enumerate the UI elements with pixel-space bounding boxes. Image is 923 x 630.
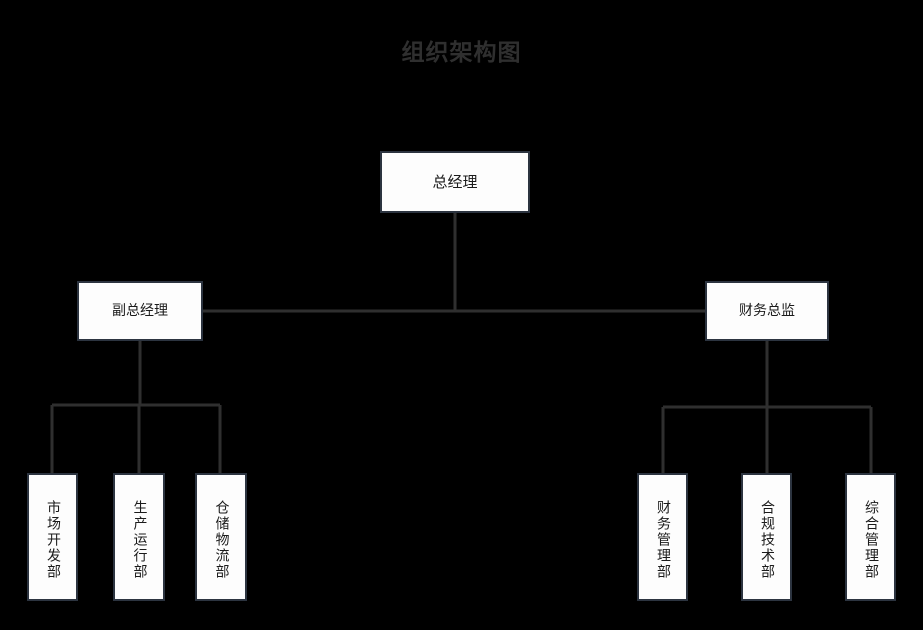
node-label: 财务总监 <box>739 303 795 319</box>
node-label: 生产运行部 <box>131 500 148 580</box>
node-market-development-dept[interactable]: 市场开发部 <box>27 473 78 601</box>
node-label: 合规技术部 <box>759 500 775 580</box>
node-financial-management-dept[interactable]: 财务管理部 <box>637 473 688 601</box>
node-deputy-general-manager[interactable]: 副总经理 <box>77 281 203 341</box>
node-general-manager[interactable]: 总经理 <box>380 151 530 213</box>
node-financial-director[interactable]: 财务总监 <box>705 281 829 341</box>
node-warehousing-logistics-dept[interactable]: 仓储物流部 <box>195 473 247 601</box>
node-label: 财务管理部 <box>655 500 671 580</box>
node-label: 副总经理 <box>112 303 168 319</box>
node-label: 综合管理部 <box>863 500 879 580</box>
node-production-operations-dept[interactable]: 生产运行部 <box>113 473 165 601</box>
node-compliance-technology-dept[interactable]: 合规技术部 <box>741 473 792 601</box>
node-label: 仓储物流部 <box>213 500 230 580</box>
page-title: 组织架构图 <box>401 40 522 66</box>
node-label: 市场开发部 <box>45 500 61 580</box>
node-general-management-dept[interactable]: 综合管理部 <box>845 473 896 601</box>
node-label: 总经理 <box>432 173 478 191</box>
